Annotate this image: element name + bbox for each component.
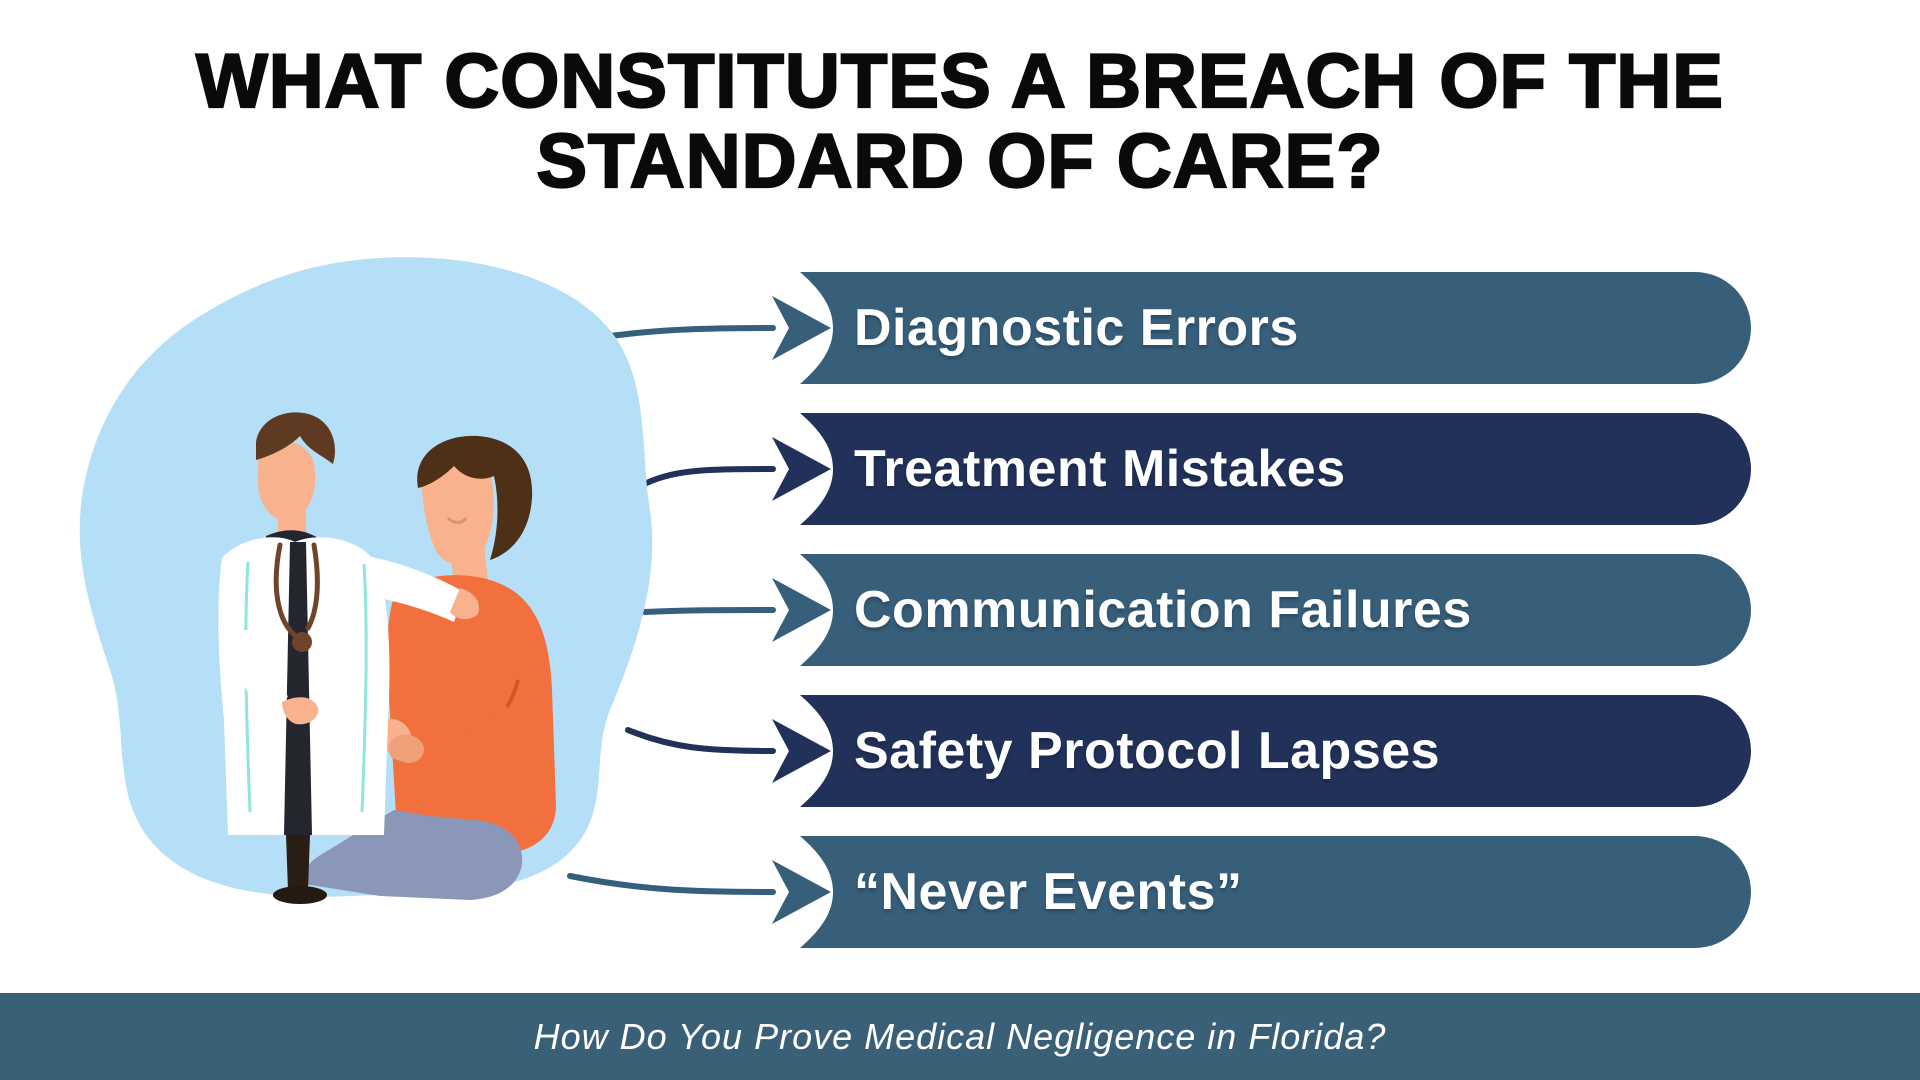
- connector-line-4: [625, 727, 776, 754]
- footer-text: How Do You Prove Medical Negligence in F…: [533, 1015, 1387, 1057]
- patient-hair: [417, 435, 533, 560]
- page-title: WHAT CONSTITUTES A BREACH OF THE STANDAR…: [0, 39, 1920, 204]
- list-item-label: Treatment Mistakes: [854, 440, 1346, 498]
- doctor-figure: [218, 412, 480, 904]
- doctor-coat-accent-right: [360, 563, 368, 813]
- doctor-face: [257, 440, 316, 521]
- connector-line-3: [642, 607, 776, 615]
- list-item-safety-protocol-lapses: Safety Protocol Lapses: [770, 695, 1753, 807]
- banner-body: [800, 413, 1751, 525]
- doctor-patient-illustration: [50, 250, 670, 910]
- list-item-label: “Never Events”: [854, 863, 1243, 921]
- patient-figure: [303, 435, 556, 900]
- arrow-banner-shape: [772, 413, 1751, 525]
- arrow-banner-shape: [772, 695, 1751, 807]
- doctor-arm-left: [226, 630, 288, 718]
- chevron-arrow-icon: [772, 719, 831, 783]
- doctor-hair: [256, 412, 336, 464]
- list-item-label: Safety Protocol Lapses: [854, 722, 1441, 780]
- arrow-banner-shape: [772, 272, 1751, 384]
- banner-body: [800, 695, 1751, 807]
- banner-body: [800, 554, 1751, 666]
- doctor-stethoscope: [273, 542, 320, 641]
- patient-sweater: [387, 575, 556, 858]
- arrow-banner-shape: [772, 836, 1751, 948]
- chevron-arrow-icon: [772, 437, 831, 501]
- banner-body: [800, 272, 1751, 384]
- patient-smile-line: [446, 516, 468, 524]
- doctor-hand-on-shoulder: [450, 588, 480, 620]
- list-item-label: Diagnostic Errors: [854, 299, 1299, 357]
- banner-body: [800, 836, 1751, 948]
- doctor-coat-opening: [284, 542, 312, 835]
- list-item-never-events: “Never Events”: [770, 836, 1753, 948]
- footer-bar: How Do You Prove Medical Negligence in F…: [0, 993, 1920, 1080]
- doctor-shoes: [273, 886, 327, 904]
- list-item-label: Communication Failures: [854, 581, 1472, 639]
- page-title-line2: STANDARD OF CARE?: [535, 119, 1384, 204]
- connector-line-2: [637, 466, 776, 489]
- doctor-arm-right: [366, 556, 464, 622]
- chevron-arrow-icon: [772, 296, 831, 360]
- arrow-banner-shape: [772, 554, 1751, 666]
- connector-line-5: [567, 873, 776, 895]
- doctor-hand-left: [282, 697, 319, 725]
- doctor-stethoscope-disc: [292, 632, 312, 652]
- list-item-treatment-mistakes: Treatment Mistakes: [770, 413, 1753, 525]
- list-item-communication-failures: Communication Failures: [770, 554, 1753, 666]
- patient-face: [421, 452, 494, 565]
- patient-forearm: [422, 702, 520, 769]
- chevron-arrow-icon: [772, 578, 831, 642]
- doctor-pants: [286, 835, 310, 890]
- page-title-line1: WHAT CONSTITUTES A BREACH OF THE: [195, 39, 1724, 124]
- patient-hand-2: [388, 734, 425, 764]
- list-item-diagnostic-errors: Diagnostic Errors: [770, 272, 1753, 384]
- chevron-arrow-icon: [772, 860, 831, 924]
